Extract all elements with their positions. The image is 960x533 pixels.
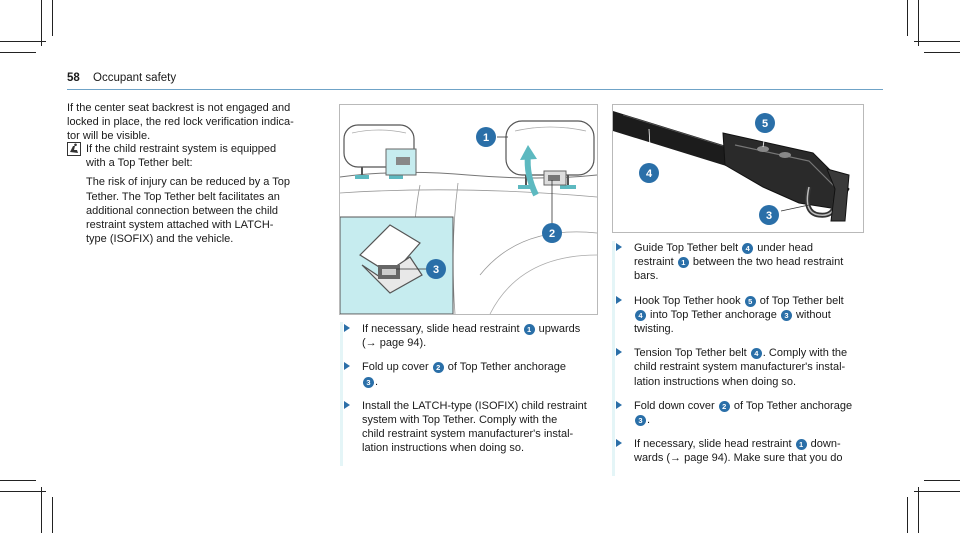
- step-line: If necessary, slide head restraint 1 dow…: [634, 438, 841, 451]
- callout-ref: 4: [742, 243, 754, 254]
- crop-mark: [41, 487, 42, 533]
- step-line: Tension Top Tether belt 4. Comply with t…: [634, 347, 848, 360]
- step-arrow-icon: [344, 362, 350, 371]
- svg-text:5: 5: [762, 118, 768, 130]
- crop-mark: [924, 52, 960, 53]
- step-line: child restraint system manufacturer's in…: [362, 428, 574, 441]
- head-restraint-illustration: 1 2 3: [339, 104, 598, 315]
- step-line: 3.: [634, 413, 871, 427]
- step-line: 4 into Top Tether anchorage 3 without: [634, 308, 871, 322]
- step-line: Fold down cover 2 of Top Tether anchorag…: [634, 399, 853, 412]
- callout-ref: 3: [635, 415, 646, 427]
- callout-ref: 3: [780, 309, 792, 321]
- step-arrow-icon: [616, 243, 622, 251]
- crop-mark: [0, 52, 36, 53]
- callout-4: 4: [639, 163, 659, 183]
- crop-mark: [907, 0, 908, 36]
- step-line: Install the LATCH-type (ISOFIX) child re…: [362, 399, 587, 412]
- crop-mark: [0, 41, 46, 42]
- callout-3: 3: [426, 259, 446, 279]
- step-line: twisting.: [634, 323, 674, 336]
- callout-5: 5: [755, 113, 775, 133]
- step-line: Fold up cover 2 of Top Tether anchorage: [362, 361, 566, 374]
- step-item: Hook Top Tether hook 5 of Top Tether bel…: [615, 294, 871, 337]
- step-item: Fold down cover 2 of Top Tether anchorag…: [615, 399, 871, 427]
- crop-mark: [41, 0, 42, 46]
- step-line: (→ page 94).: [362, 337, 427, 350]
- step-line: child restraint system manufacturer's in…: [634, 361, 846, 374]
- top-tether-illustration: 5 4 3: [612, 104, 864, 233]
- svg-text:2: 2: [549, 228, 555, 240]
- crop-mark: [914, 41, 960, 42]
- callout-3: 3: [759, 205, 779, 225]
- step-line: Hook Top Tether hook 5 of Top Tether bel…: [634, 294, 844, 307]
- tether-steps: Guide Top Tether belt 4 under head restra…: [612, 241, 871, 476]
- page-number: 58: [67, 72, 80, 84]
- child-seat-icon: [67, 142, 81, 156]
- crop-mark: [918, 0, 919, 46]
- svg-text:1: 1: [483, 132, 489, 144]
- crop-mark: [0, 480, 36, 481]
- crop-mark: [52, 0, 53, 36]
- step-item: If necessary, slide head restraint 1 upw…: [343, 322, 599, 350]
- callout-1: 1: [476, 127, 496, 147]
- step-line: system with Top Tether. Comply with the: [362, 414, 558, 427]
- child-seat-note: If the child restraint system is equippe…: [67, 142, 323, 246]
- callout-ref: 5: [744, 295, 756, 307]
- step-arrow-icon: [344, 324, 350, 332]
- step-line: wards (→ page 94). Make sure that you do: [634, 452, 843, 465]
- step-arrow-icon: [616, 348, 622, 357]
- step-line: 3.: [362, 375, 599, 389]
- svg-text:3: 3: [433, 264, 439, 276]
- step-item: Tension Top Tether belt 4. Comply with t…: [615, 346, 871, 389]
- step-arrow-icon: [616, 400, 622, 409]
- section-title: Occupant safety: [93, 72, 177, 84]
- callout-ref: 2: [432, 362, 444, 374]
- crop-mark: [918, 487, 919, 533]
- step-line: lation instructions when doing so.: [362, 442, 525, 455]
- step-arrow-icon: [616, 295, 622, 304]
- step-arrow-icon: [616, 439, 622, 448]
- callout-ref: 1: [795, 439, 807, 451]
- step-line: bars.: [634, 270, 659, 283]
- callout-ref: 1: [677, 257, 689, 269]
- step-arrow-icon: [344, 400, 350, 409]
- crop-mark: [914, 491, 960, 492]
- crop-mark: [0, 491, 46, 492]
- step-line: Guide Top Tether belt 4 under head: [634, 242, 813, 254]
- step-line: restraint 1 between the two head restrai…: [634, 256, 844, 269]
- step-item: Guide Top Tether belt 4 under head restra…: [615, 241, 871, 284]
- intro-paragraph: If the center seat backrest is not engag…: [67, 102, 294, 143]
- crop-mark: [924, 480, 960, 481]
- svg-text:4: 4: [646, 168, 653, 180]
- crop-mark: [907, 497, 908, 533]
- install-steps: If necessary, slide head restraint 1 upw…: [340, 322, 599, 466]
- svg-text:3: 3: [766, 210, 772, 222]
- step-item: Install the LATCH-type (ISOFIX) child re…: [343, 399, 599, 456]
- step-line: lation instructions when doing so.: [634, 375, 797, 388]
- callout-2: 2: [542, 223, 562, 243]
- callout-ref: 4: [635, 309, 646, 321]
- step-item: If necessary, slide head restraint 1 dow…: [615, 437, 871, 465]
- header-rule: [67, 89, 883, 90]
- callout-ref: 4: [750, 348, 762, 360]
- callout-ref: 1: [523, 324, 535, 335]
- step-line: If necessary, slide head restraint 1 upw…: [362, 323, 581, 335]
- crop-mark: [52, 497, 53, 533]
- callout-ref: 2: [718, 400, 730, 412]
- callout-ref: 3: [363, 376, 374, 388]
